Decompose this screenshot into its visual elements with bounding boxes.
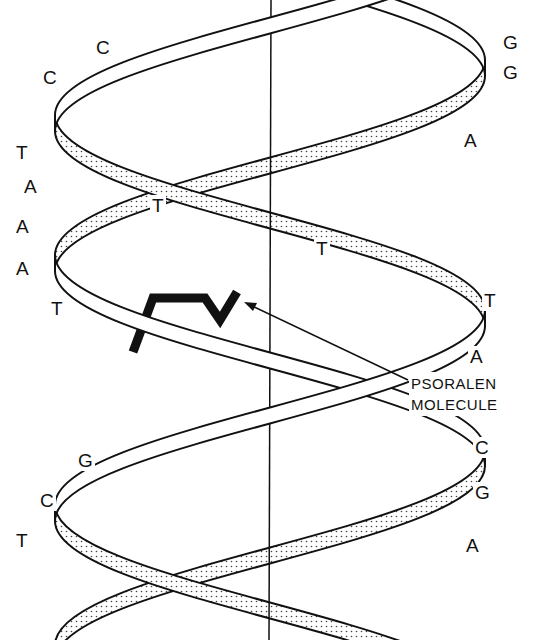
base-letter: G <box>501 62 520 83</box>
helix-axis <box>269 0 271 640</box>
base-letter: A <box>462 130 479 151</box>
base-letter: G <box>501 32 520 53</box>
leader-line <box>250 305 408 380</box>
base-letter: A <box>22 176 39 197</box>
base-letter: T <box>150 195 166 216</box>
base-letter: C <box>473 437 491 458</box>
base-letter: A <box>464 535 481 556</box>
callout-label: PSORALEN MOLECULE <box>409 372 541 416</box>
base-letter: G <box>473 482 492 503</box>
leader-arrowhead <box>244 302 257 311</box>
base-letter: G <box>76 450 95 471</box>
base-letter: C <box>41 67 59 88</box>
base-letter: A <box>14 216 31 237</box>
front-strands <box>55 0 485 521</box>
base-letter: C <box>94 37 112 58</box>
base-letter: A <box>468 346 485 367</box>
base-letter: T <box>49 298 65 319</box>
base-letter: T <box>482 290 498 311</box>
base-letter: C <box>38 490 56 511</box>
base-letter: T <box>14 142 30 163</box>
base-letter: T <box>314 238 330 259</box>
base-letter: A <box>14 258 31 279</box>
base-letter: T <box>14 530 30 551</box>
